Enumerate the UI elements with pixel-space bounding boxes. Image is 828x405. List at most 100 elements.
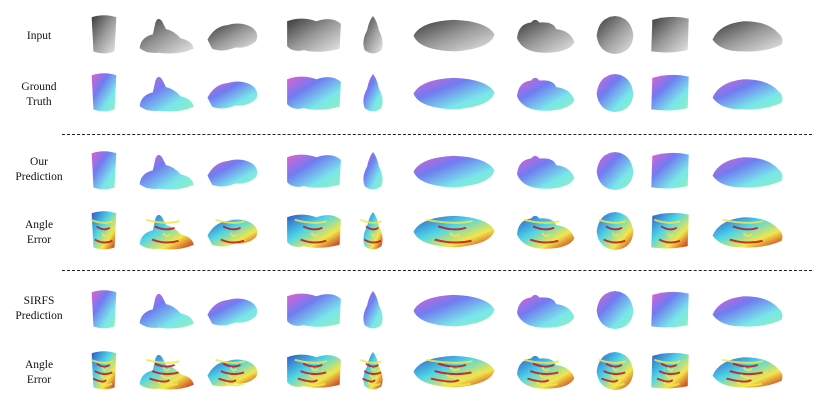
row-label-line: Prediction [15, 171, 63, 183]
error-streak [222, 362, 241, 368]
error-streak [229, 366, 238, 372]
figure-cell-potato [408, 148, 500, 194]
image-grid [80, 0, 820, 405]
figure-cell-pear [352, 148, 394, 194]
cat-shape [517, 19, 575, 53]
figure-cell-sun-plaque [588, 208, 642, 254]
error-streak [363, 370, 382, 376]
error-streak [663, 381, 680, 387]
error-streak [658, 238, 681, 244]
error-streak [369, 374, 379, 379]
row-label-line: SIRFS [23, 295, 55, 307]
error-streak [538, 374, 554, 379]
error-streak [598, 218, 627, 224]
error-streak [157, 381, 179, 387]
figure-cell-frog [204, 287, 262, 333]
error-streak [426, 358, 473, 364]
error-streak [145, 218, 180, 224]
error-streak [222, 225, 241, 231]
error-streak [145, 358, 180, 364]
error-streak [732, 362, 759, 368]
error-streak [437, 225, 467, 231]
error-streak [229, 232, 238, 237]
error-streak [736, 381, 763, 387]
rock-shape [287, 154, 341, 188]
error-streak [449, 232, 461, 237]
row-label-line: Error [26, 374, 52, 386]
error-streak [94, 370, 113, 376]
error-streak [160, 374, 175, 379]
error-streak [654, 358, 681, 364]
row-label-input: Input [0, 29, 78, 44]
error-streak [729, 370, 763, 376]
figure-cell-turtle [706, 12, 788, 58]
cloth-shape [651, 74, 689, 111]
error-streak [722, 218, 764, 224]
error-streak [532, 225, 555, 231]
rock-shape [287, 293, 341, 327]
cat-shape [517, 155, 575, 189]
figure-cell-cat [510, 12, 580, 58]
error-streak [667, 366, 674, 372]
error-streak [220, 370, 245, 376]
figure-cell-potato [408, 208, 500, 254]
error-streak [294, 358, 328, 364]
sun-plaque-shape [596, 15, 634, 55]
error-streak [151, 370, 179, 376]
potato-shape [413, 294, 495, 327]
row-label-line: Truth [26, 96, 52, 108]
error-streak [729, 238, 763, 244]
sun-plaque-shape [596, 73, 634, 113]
error-streak [101, 366, 108, 372]
row-label-line: Our [30, 156, 48, 168]
error-streak [430, 377, 460, 383]
turtle-shape [712, 157, 783, 188]
row-label-line: Prediction [15, 310, 63, 322]
potato-shape [413, 19, 495, 52]
figure-cell-potato [408, 287, 500, 333]
error-streak [665, 374, 677, 379]
figure-cell-rock [282, 70, 346, 116]
error-streak [300, 370, 327, 376]
figure-cell-turtle [706, 70, 788, 116]
row-label-line: Error [26, 234, 52, 246]
error-streak [365, 362, 379, 368]
figure-cell-cylinder [82, 208, 126, 254]
sun-plaque-shape [596, 211, 634, 251]
error-streak [532, 362, 555, 368]
error-streak [94, 238, 113, 244]
error-streak [732, 225, 759, 231]
turtle-shape [712, 21, 783, 52]
error-streak [101, 232, 108, 237]
pear-shape [363, 15, 383, 54]
turtle-shape [712, 357, 783, 388]
cylinder-shape [91, 15, 117, 54]
figure-cell-turtle [706, 208, 788, 254]
error-streak [722, 358, 764, 364]
turtle-shape [712, 296, 783, 327]
rock-shape [287, 18, 341, 52]
error-streak [523, 358, 560, 364]
error-streak [360, 358, 382, 364]
row-label-angle-error-sirfs: Angle Error [0, 358, 78, 388]
error-streak [660, 225, 678, 231]
deer-shape [139, 154, 194, 190]
error-streak [656, 377, 674, 383]
pear-shape [363, 73, 383, 112]
error-streak [603, 238, 626, 244]
error-streak [220, 238, 245, 244]
figure-cell-potato [408, 348, 500, 394]
sun-plaque-shape [596, 151, 634, 191]
figure-cell-cylinder [82, 70, 126, 116]
frog-shape [207, 219, 258, 247]
error-streak [162, 366, 171, 372]
figure-cell-cat [510, 70, 580, 116]
figure-cell-sun-plaque [588, 348, 642, 394]
rock-shape [287, 214, 341, 248]
figure-cell-deer [133, 70, 199, 116]
error-streak [302, 225, 323, 231]
sun-plaque-shape [596, 290, 634, 330]
error-streak [308, 374, 323, 379]
cat-shape [517, 77, 575, 111]
